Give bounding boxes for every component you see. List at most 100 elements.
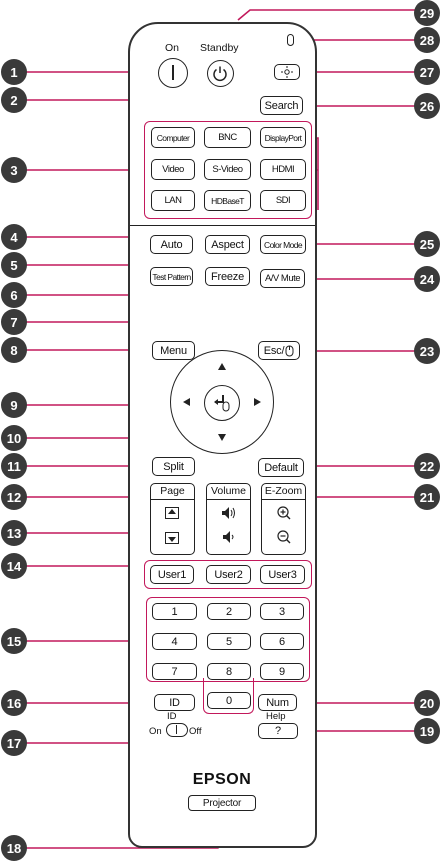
light-button[interactable] — [274, 64, 300, 80]
callout-marker: 24 — [414, 266, 440, 292]
esc-button[interactable]: Esc/ — [258, 341, 300, 360]
callout-marker: 25 — [414, 231, 440, 257]
callout-marker: 10 — [1, 425, 27, 451]
source-lan-button[interactable]: LAN — [151, 190, 195, 211]
esc-label: Esc/ — [263, 344, 285, 357]
freeze-button[interactable]: Freeze — [205, 267, 250, 286]
page-up-icon — [165, 507, 179, 519]
numpad-key[interactable]: 1 — [152, 603, 197, 620]
numpad-key[interactable]: 6 — [260, 633, 304, 650]
source-hdmi-button[interactable]: HDMI — [260, 159, 306, 180]
aspect-button[interactable]: Aspect — [205, 235, 250, 254]
color-mode-button[interactable]: Color Mode — [260, 235, 306, 254]
id-switch-knob — [176, 725, 178, 734]
numpad-key[interactable]: 8 — [207, 663, 251, 680]
source-hdbaset-button[interactable]: HDBaseT — [204, 190, 251, 211]
numpad-group — [146, 597, 310, 682]
volume-label: Volume — [207, 484, 250, 500]
test-pattern-button[interactable]: Test Pattern — [150, 267, 193, 286]
callout-marker: 5 — [1, 252, 27, 278]
numpad-key[interactable]: 2 — [207, 603, 251, 620]
callout-marker: 26 — [414, 93, 440, 119]
auto-button[interactable]: Auto — [150, 235, 193, 254]
callout-marker: 28 — [414, 27, 440, 53]
standby-button[interactable] — [207, 60, 234, 87]
callout-marker: 9 — [1, 392, 27, 418]
numpad-key[interactable]: 3 — [260, 603, 304, 620]
numpad-key[interactable]: 4 — [152, 633, 197, 650]
source-computer-button[interactable]: Computer — [151, 127, 195, 148]
user1-button[interactable]: User1 — [150, 565, 194, 584]
callout-marker: 20 — [414, 690, 440, 716]
divider — [130, 225, 315, 227]
volume-up-icon — [222, 507, 235, 519]
callout-marker: 1 — [1, 59, 27, 85]
callout-marker: 17 — [1, 730, 27, 756]
callout-marker: 15 — [1, 628, 27, 654]
numpad-key[interactable]: 5 — [207, 633, 251, 650]
user2-button[interactable]: User2 — [206, 565, 251, 584]
callout-marker: 13 — [1, 520, 27, 546]
split-button[interactable]: Split — [152, 457, 195, 476]
id-button[interactable]: ID — [154, 694, 195, 711]
id-switch-title: ID — [167, 711, 177, 722]
enter-button[interactable] — [204, 385, 240, 421]
id-switch[interactable] — [166, 723, 188, 737]
callout-marker: 3 — [1, 157, 27, 183]
source-svideo-button[interactable]: S-Video — [204, 159, 251, 180]
id-switch-on-label: On — [149, 726, 162, 737]
callout-marker: 16 — [1, 690, 27, 716]
ezoom-label: E-Zoom — [262, 484, 305, 500]
callout-marker: 6 — [1, 282, 27, 308]
direction-pad[interactable] — [170, 350, 274, 454]
callout-marker: 19 — [414, 718, 440, 744]
on-button[interactable] — [158, 58, 188, 88]
standby-icon — [213, 66, 227, 82]
enter-icon — [214, 395, 230, 412]
source-sdi-button[interactable]: SDI — [260, 190, 306, 211]
volume-rocker[interactable]: Volume — [206, 483, 251, 555]
help-label: Help — [266, 711, 286, 722]
user3-button[interactable]: User3 — [260, 565, 305, 584]
page-label: Page — [151, 484, 194, 500]
callout-marker: 4 — [1, 224, 27, 250]
page-down-icon — [165, 532, 179, 544]
num-button[interactable]: Num — [258, 694, 297, 711]
user-buttons-group — [144, 560, 312, 589]
epson-logo: EPSON — [192, 771, 252, 788]
callout-marker: 22 — [414, 453, 440, 479]
numpad-key[interactable]: 0 — [207, 692, 251, 709]
numpad-key[interactable]: 9 — [260, 663, 304, 680]
search-button[interactable]: Search — [260, 96, 303, 115]
source-bnc-button[interactable]: BNC — [204, 127, 251, 148]
volume-down-icon — [223, 531, 234, 543]
on-label: On — [165, 42, 180, 54]
callout-marker: 23 — [414, 338, 440, 364]
standby-label: Standby — [200, 42, 239, 54]
mouse-icon — [285, 345, 294, 356]
menu-button[interactable]: Menu — [152, 341, 195, 360]
help-button[interactable]: ? — [258, 723, 298, 739]
numpad-key[interactable]: 7 — [152, 663, 197, 680]
arrow-icons — [183, 363, 261, 441]
callout-marker: 12 — [1, 484, 27, 510]
light-icon — [281, 66, 293, 78]
indicator-led — [287, 34, 294, 46]
av-mute-button[interactable]: A/V Mute — [260, 269, 305, 288]
callout-marker: 18 — [1, 835, 27, 861]
source-buttons-group — [144, 121, 312, 219]
callout-marker: 29 — [414, 0, 440, 26]
source-video-button[interactable]: Video — [151, 159, 195, 180]
numpad-zero-group — [203, 678, 254, 714]
callout-marker: 21 — [414, 484, 440, 510]
callout-marker: 11 — [1, 453, 27, 479]
source-displayport-button[interactable]: DisplayPort — [260, 127, 306, 148]
projector-label: Projector — [188, 795, 256, 811]
callout-marker: 14 — [1, 553, 27, 579]
zoom-in-icon — [277, 506, 291, 520]
power-on-icon — [172, 65, 174, 80]
default-button[interactable]: Default — [258, 458, 304, 477]
page-rocker[interactable]: Page — [150, 483, 195, 555]
id-switch-off-label: Off — [189, 726, 202, 737]
ezoom-rocker[interactable]: E-Zoom — [261, 483, 306, 555]
